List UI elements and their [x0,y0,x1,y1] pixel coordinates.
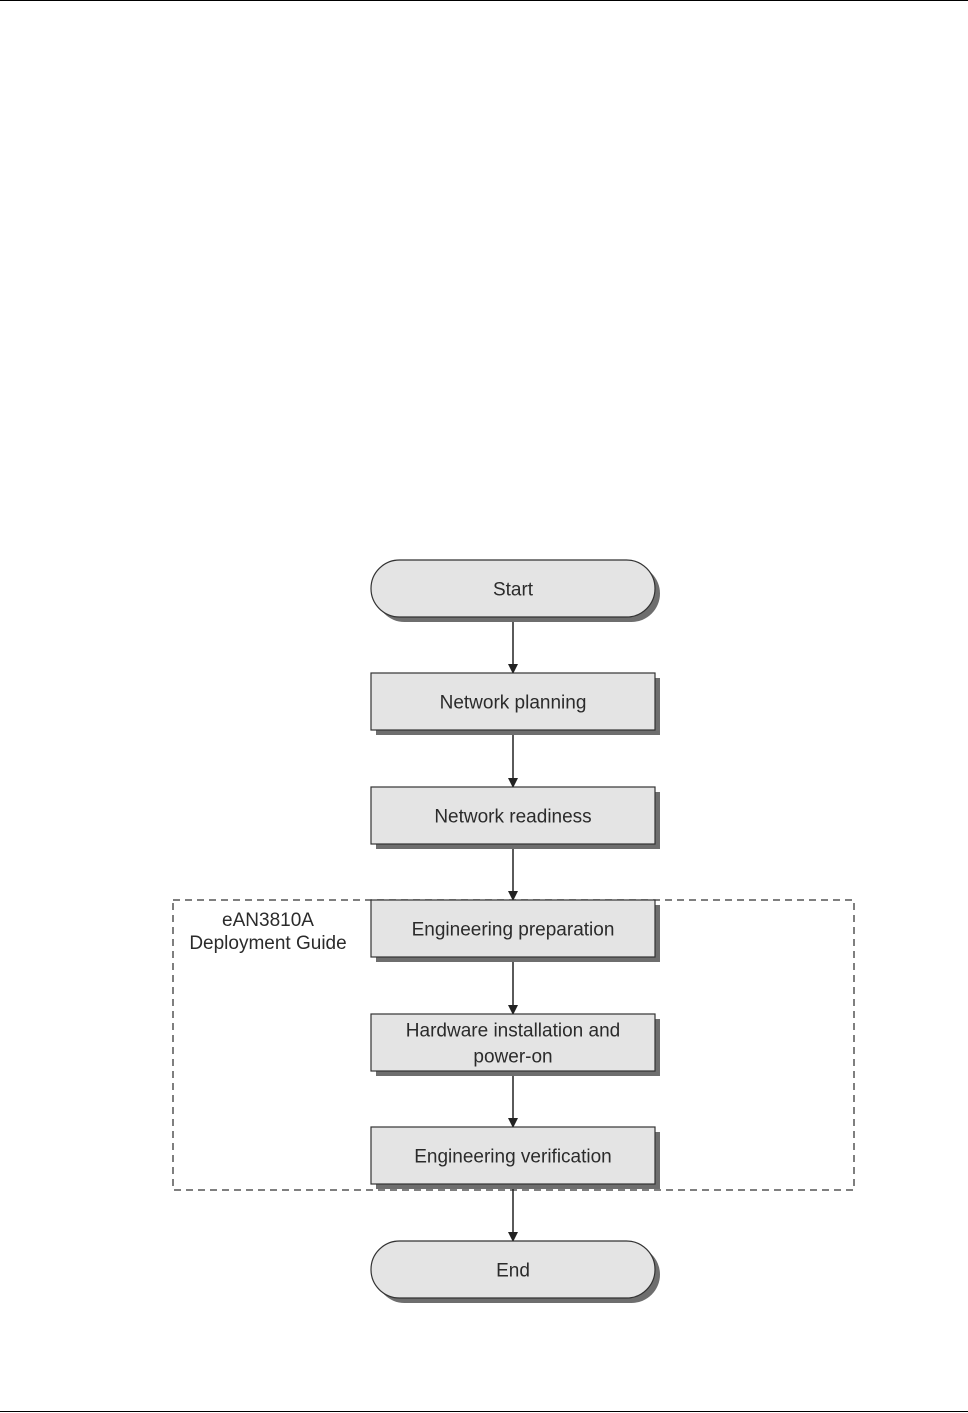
node-label-line: Network readiness [434,807,591,828]
node-label-line: Hardware installation and [406,1021,620,1042]
node-label-line: End [496,1261,530,1282]
node-readiness: Network readiness [371,787,660,849]
node-label-line: Engineering preparation [412,920,615,941]
node-end: End [371,1241,660,1303]
node-planning: Network planning [371,673,660,735]
node-label-line: power-on [473,1047,552,1068]
node-label: Start [493,580,534,601]
node-label: Network readiness [434,807,591,828]
node-label: Engineering verification [414,1147,612,1168]
node-label-line: Engineering verification [414,1147,612,1168]
node-label: End [496,1261,530,1282]
node-label-line: Start [493,580,534,601]
node-label: Network planning [440,693,587,714]
node-verify: Engineering verification [371,1127,660,1189]
node-prep: Engineering preparation [371,900,660,962]
node-label: Engineering preparation [412,920,615,941]
node-label-line: Network planning [440,693,587,714]
group-label-line: eAN3810A [222,910,314,931]
node-hw: Hardware installation and power-on [371,1014,660,1076]
node-start: Start [371,560,660,622]
group-label-line: Deployment Guide [189,933,346,954]
